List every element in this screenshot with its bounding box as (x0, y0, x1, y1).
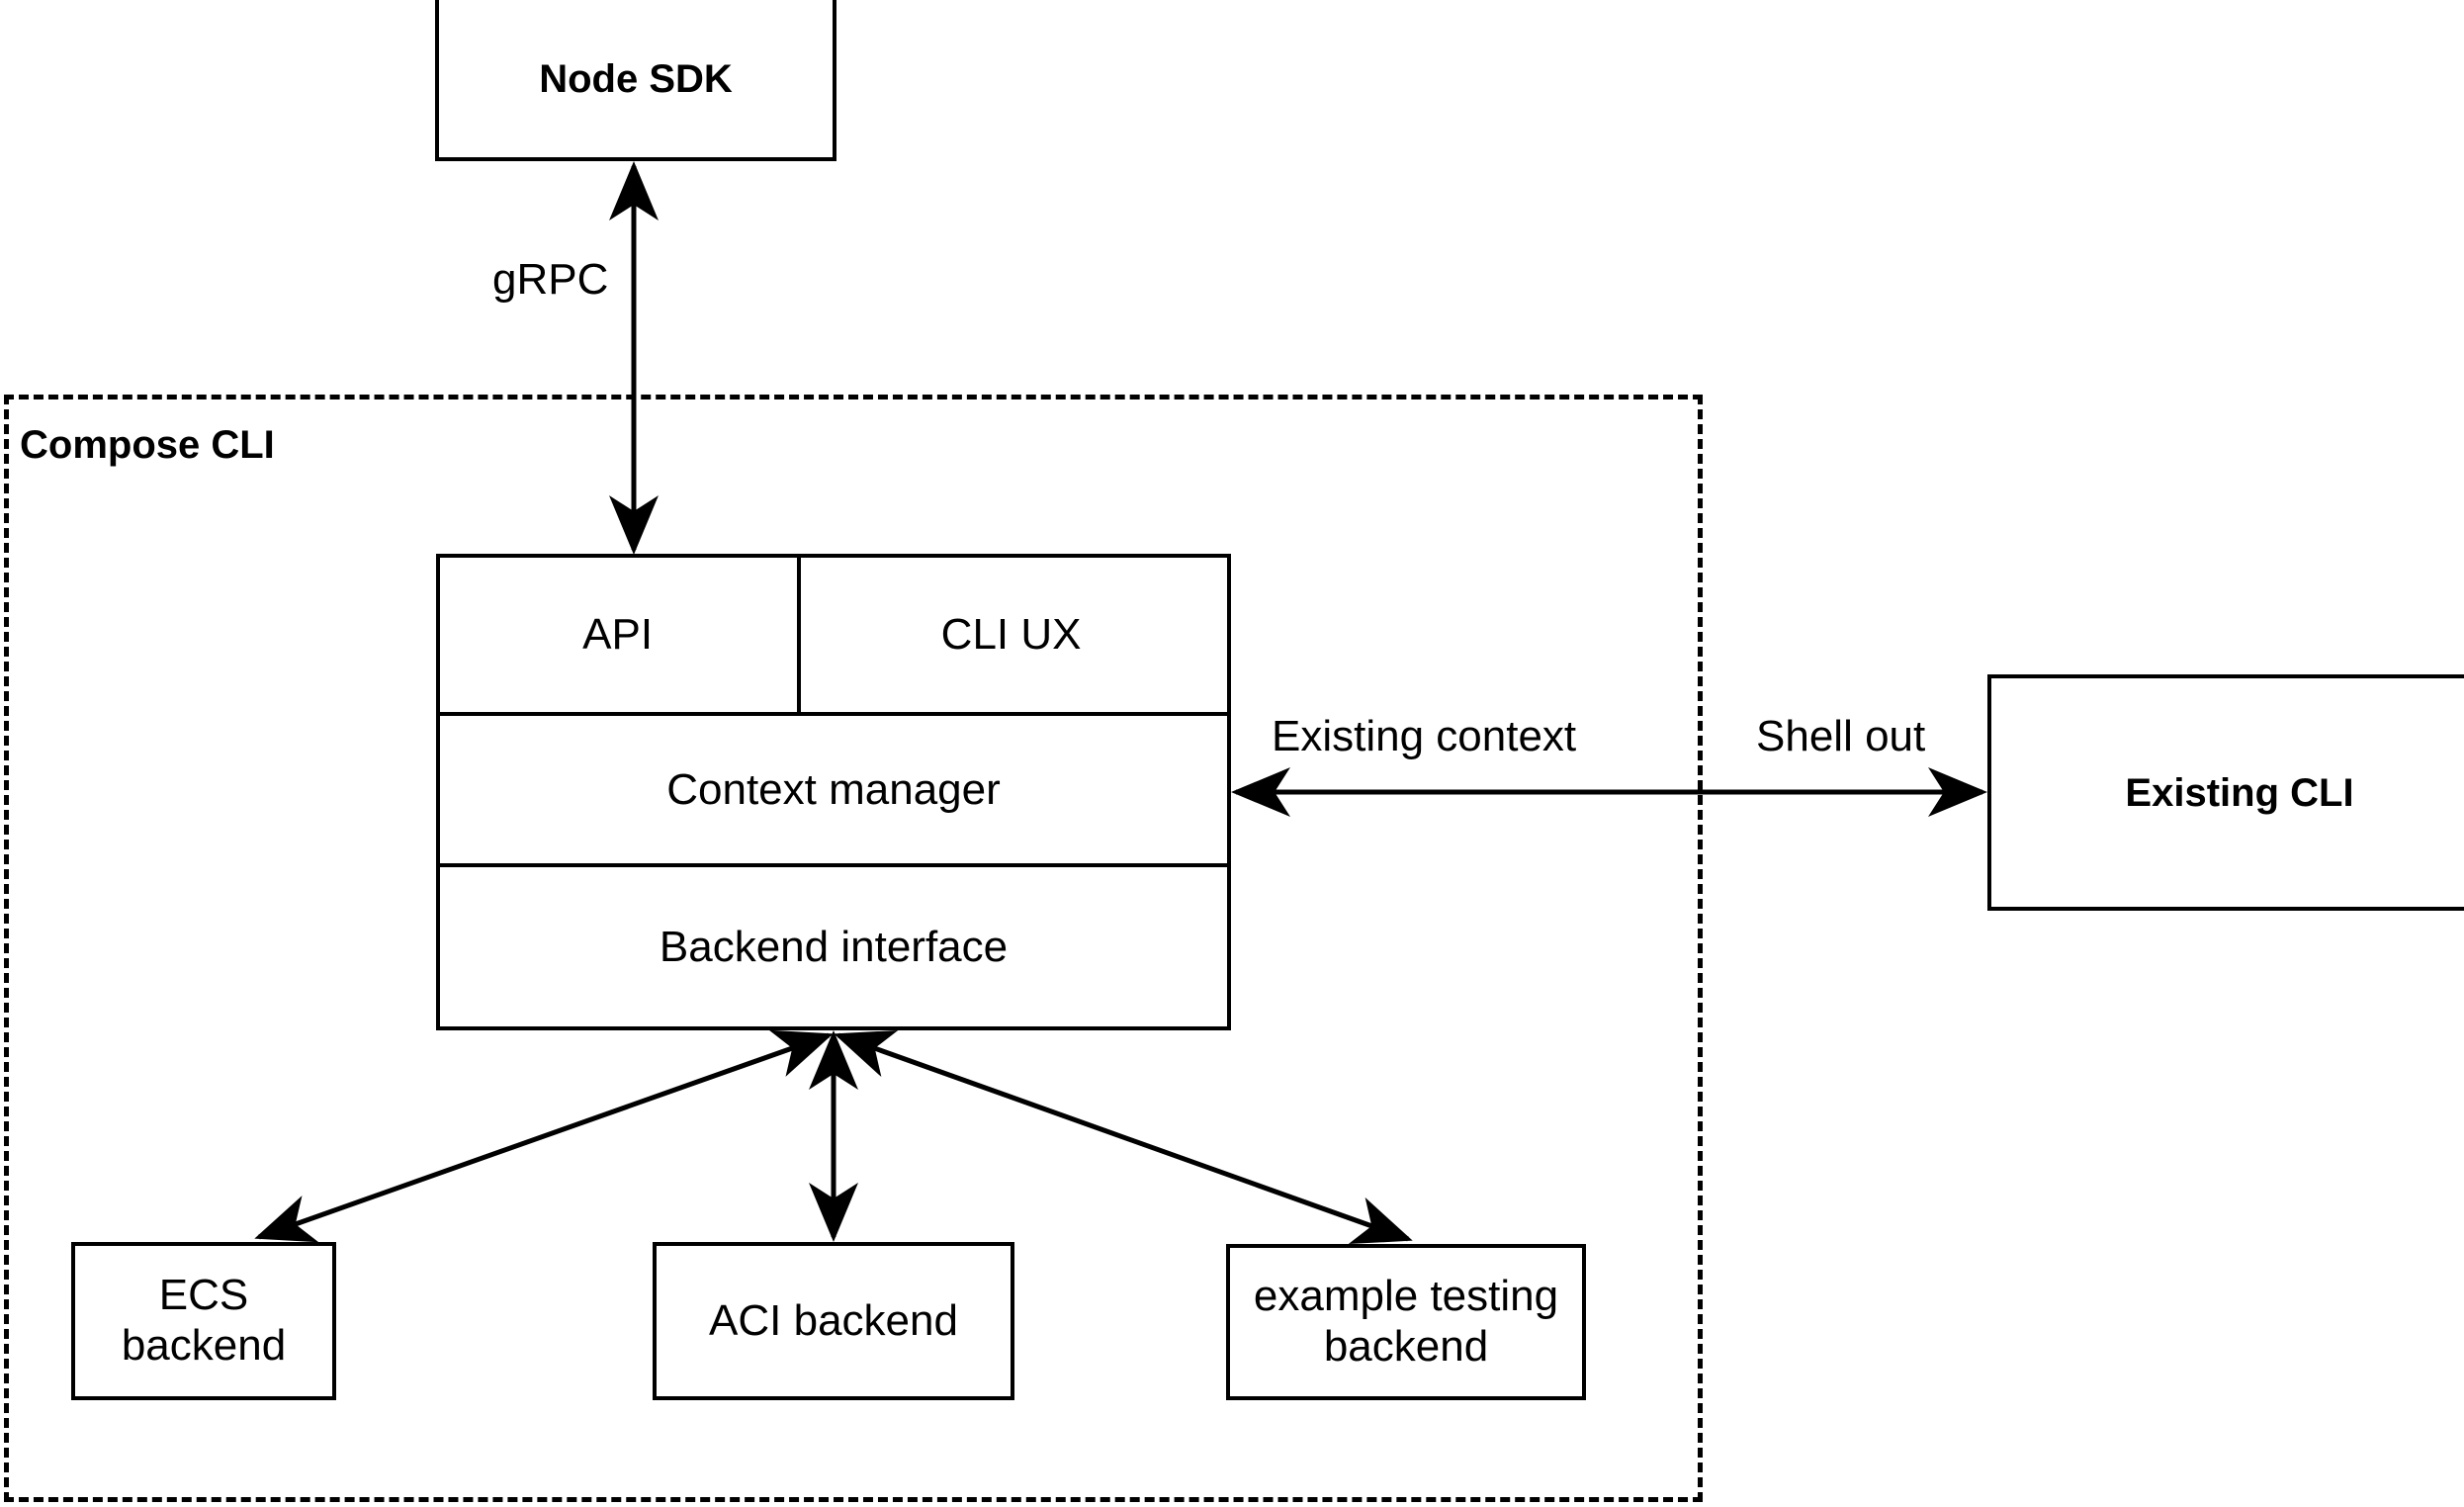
stack-row-context-manager[interactable]: Context manager (440, 716, 1227, 863)
node-sdk-label: Node SDK (539, 56, 733, 101)
stack-row-backend-interface[interactable]: Backend interface (440, 867, 1227, 1026)
context-manager-label: Context manager (666, 764, 1001, 814)
compose-cli-group-label: Compose CLI (20, 423, 275, 467)
example-testing-backend-label: example testing backend (1253, 1272, 1559, 1371)
ecs-backend-label: ECS backend (121, 1271, 287, 1370)
cli-ux-label: CLI UX (940, 610, 1082, 659)
node-sdk-box[interactable]: Node SDK (435, 0, 836, 161)
edge-label-existing-context: Existing context (1266, 712, 1583, 761)
existing-cli-label: Existing CLI (2125, 770, 2354, 815)
api-cliux-divider (797, 558, 801, 712)
compose-cli-group-boundary (4, 395, 1703, 1502)
stack-row-api-cliux: API CLI UX (440, 558, 1227, 712)
backend-interface-label: Backend interface (659, 922, 1009, 971)
edge-label-grpc: gRPC (486, 255, 615, 305)
ecs-backend-box[interactable]: ECS backend (71, 1242, 336, 1400)
cli-ux-cell[interactable]: CLI UX (795, 558, 1227, 712)
stack-divider-2 (440, 863, 1227, 867)
existing-cli-box[interactable]: Existing CLI (1987, 674, 2464, 911)
aci-backend-box[interactable]: ACI backend (653, 1242, 1014, 1400)
edge-label-shell-out: Shell out (1750, 712, 1932, 761)
example-testing-backend-box[interactable]: example testing backend (1226, 1244, 1586, 1400)
api-cell[interactable]: API (440, 558, 795, 712)
api-label: API (582, 610, 654, 659)
stack-divider-1 (440, 712, 1227, 716)
aci-backend-label: ACI backend (709, 1295, 958, 1345)
compose-cli-stack: API CLI UX Context manager Backend inter… (436, 554, 1231, 1030)
